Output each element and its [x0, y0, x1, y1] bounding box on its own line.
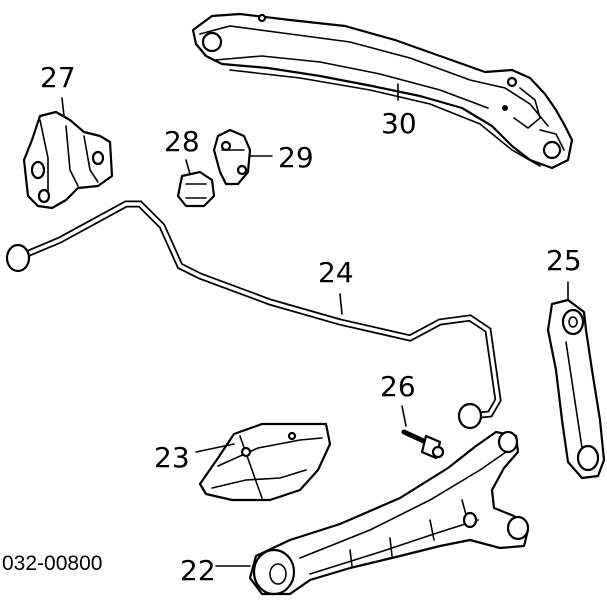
part-label-23: 23	[154, 441, 190, 474]
part-label-30: 30	[381, 107, 417, 140]
drawing-number: 032-00800	[2, 552, 102, 575]
part-22-lower-arm	[248, 430, 530, 596]
part-27-bracket	[22, 110, 114, 210]
part-label-25: 25	[546, 244, 582, 277]
leader-line-23	[195, 443, 235, 453]
part-label-22: 22	[180, 554, 216, 587]
leader-line-26	[401, 405, 407, 427]
leader-line-28	[185, 159, 191, 175]
part-25-link-arm	[546, 298, 606, 480]
part-30-rear-subframe	[191, 12, 574, 170]
part-label-28: 28	[164, 125, 200, 158]
part-label-26: 26	[380, 370, 416, 403]
part-label-24: 24	[318, 256, 354, 289]
part-29-holder	[212, 128, 252, 186]
part-label-29: 29	[278, 141, 314, 174]
leader-line-27	[61, 97, 65, 117]
leader-line-24	[339, 293, 343, 315]
part-28-bushing	[176, 170, 216, 208]
part-23-bracket	[198, 422, 332, 502]
part-24-stabilizer-bar	[5, 200, 502, 430]
part-26-adjusting-bolt	[401, 429, 445, 460]
part-label-27: 27	[40, 61, 76, 94]
